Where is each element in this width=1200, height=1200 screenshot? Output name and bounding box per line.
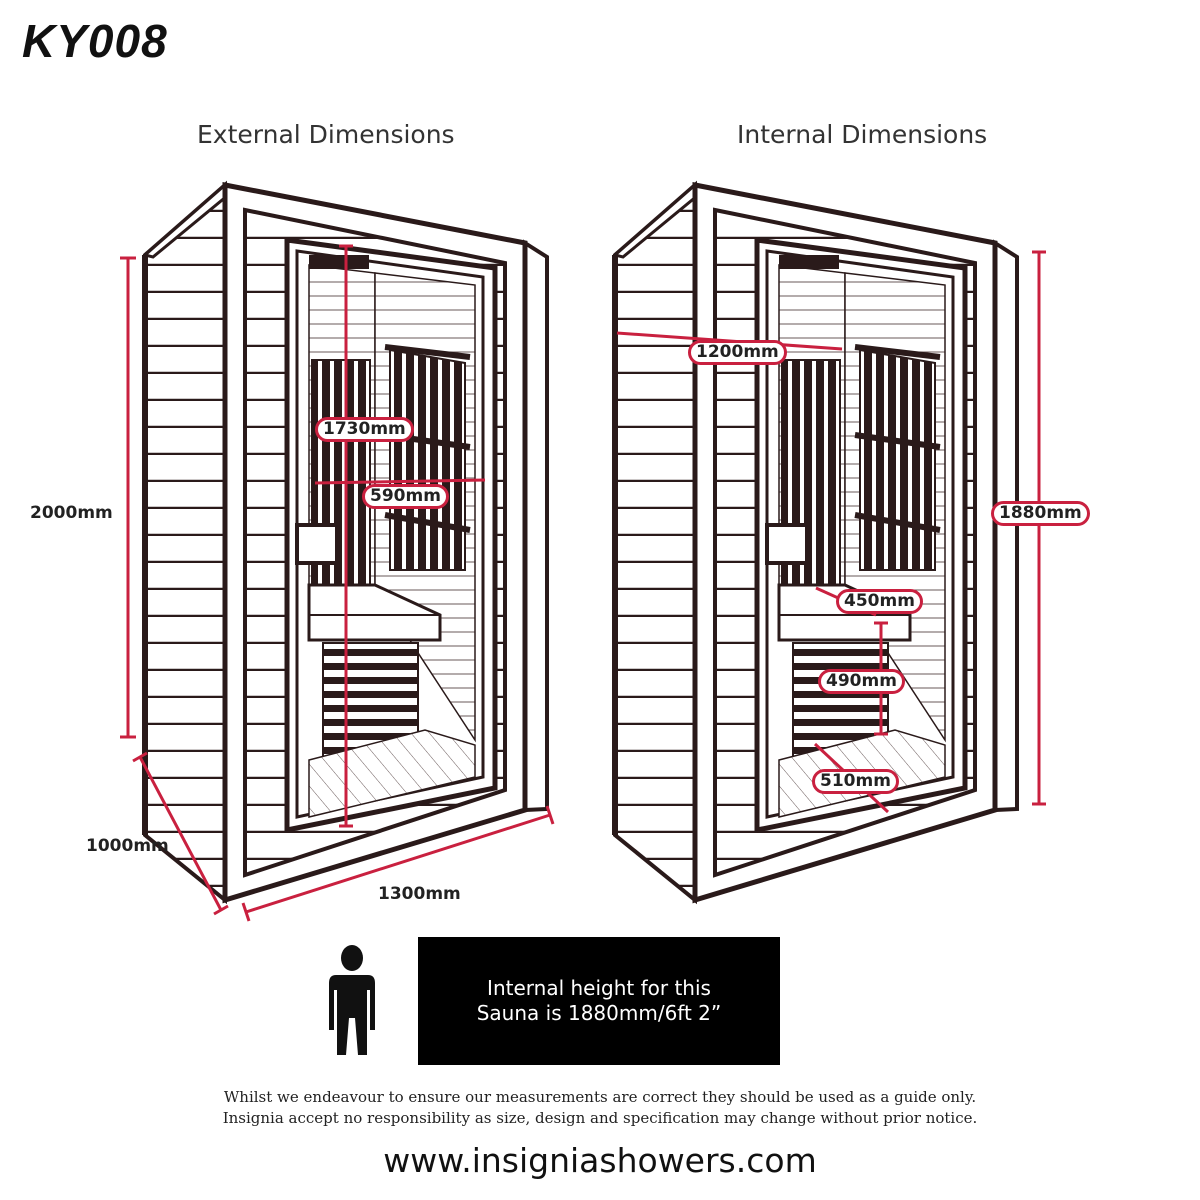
model-title: KY008	[22, 15, 168, 67]
disclaimer: Whilst we endeavour to ensure our measur…	[120, 1087, 1080, 1129]
bench-depth-label: 450mm	[836, 589, 923, 614]
internal-width-label: 1200mm	[688, 340, 787, 365]
external-width-label: 1300mm	[378, 884, 461, 904]
internal-cabin-drawing	[615, 185, 1017, 900]
website-url: www.insigniashowers.com	[383, 1141, 817, 1180]
notice-line-2: Sauna is 1880mm/6ft 2”	[476, 1001, 722, 1025]
disclaimer-line-2: Insignia accept no responsibility as siz…	[222, 1109, 978, 1127]
external-depth-label: 1000mm	[86, 836, 169, 856]
internal-height-label: 1880mm	[991, 501, 1090, 526]
person-silhouette-icon	[329, 945, 375, 1055]
bench-height-label: 490mm	[818, 669, 905, 694]
internal-dimensions-heading: Internal Dimensions	[737, 120, 988, 149]
external-dimensions-heading: External Dimensions	[197, 120, 455, 149]
internal-height-notice: Internal height for this Sauna is 1880mm…	[418, 937, 780, 1065]
external-height-label: 2000mm	[30, 503, 113, 523]
door-width-label: 590mm	[362, 484, 449, 509]
disclaimer-line-1: Whilst we endeavour to ensure our measur…	[223, 1088, 977, 1106]
notice-line-1: Internal height for this	[487, 976, 711, 1000]
door-height-label: 1730mm	[315, 417, 414, 442]
bench-width-label: 510mm	[812, 769, 899, 794]
